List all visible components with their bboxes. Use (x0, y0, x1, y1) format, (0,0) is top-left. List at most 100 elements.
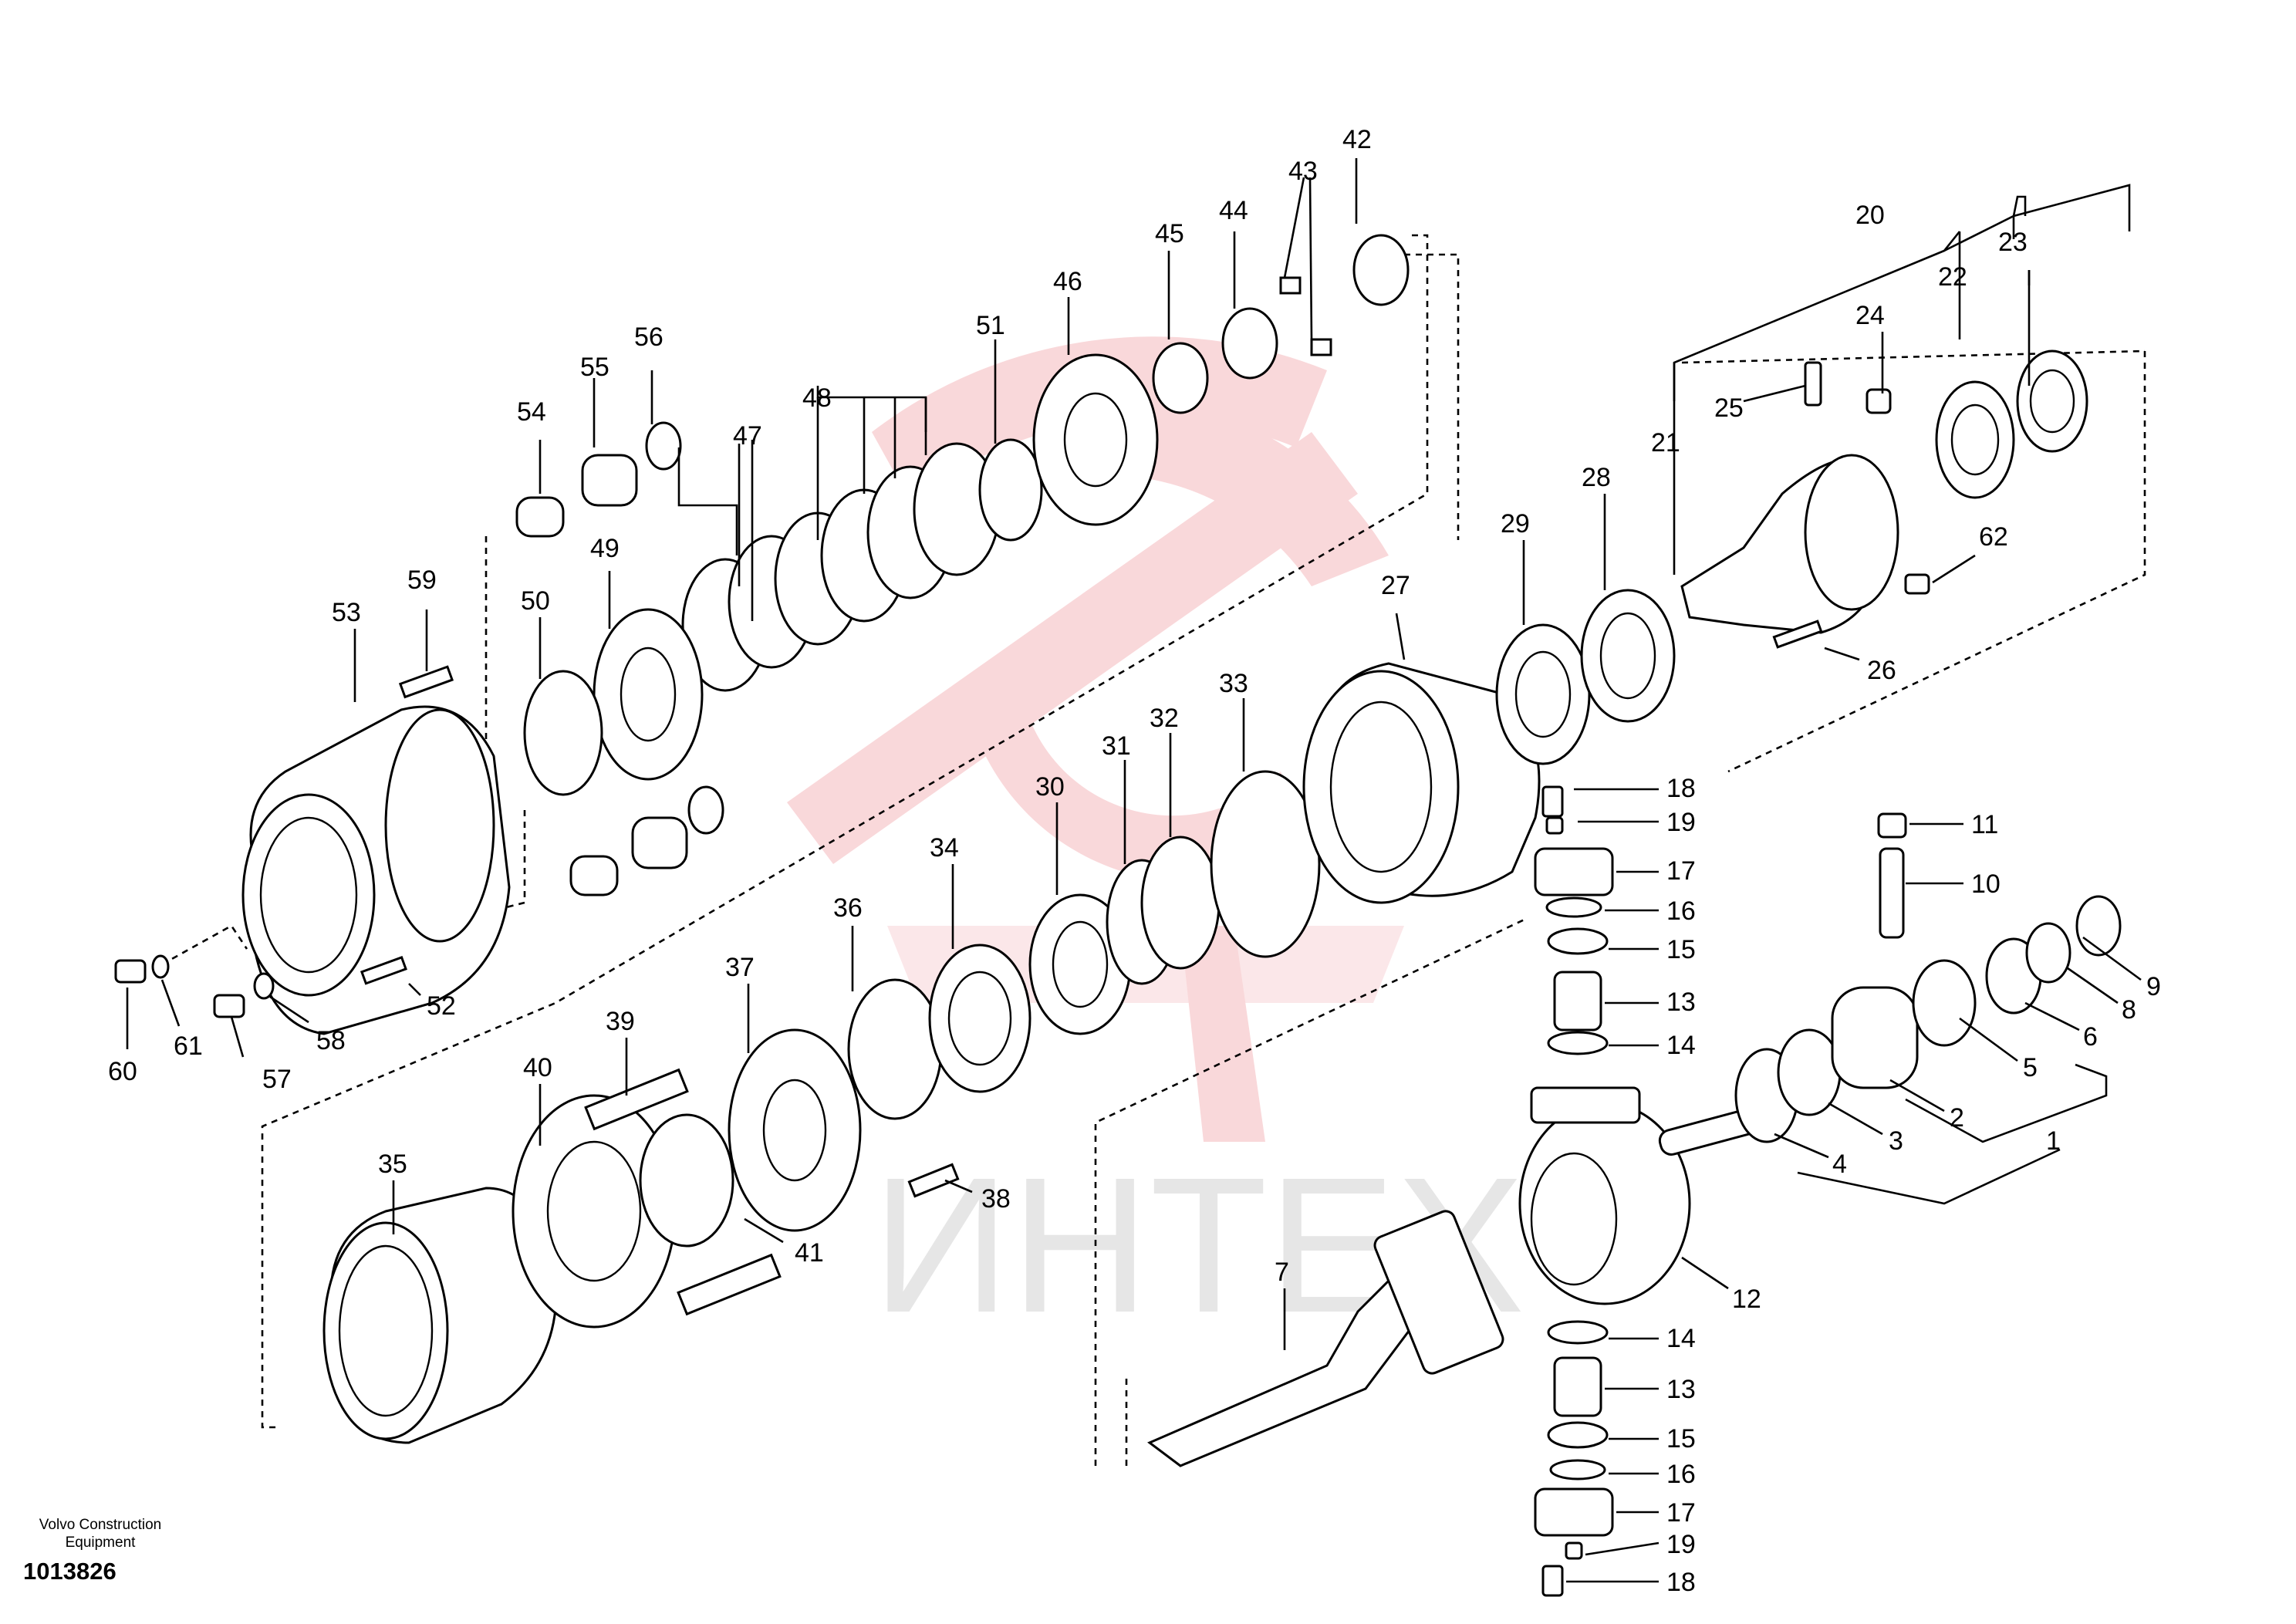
brand-label: Volvo Construction Equipment (39, 1517, 162, 1551)
callout-57: 57 (262, 1065, 292, 1094)
part-21-spindle (1680, 454, 1899, 634)
callout-29: 29 (1501, 509, 1530, 539)
part-23-seal (2016, 349, 2088, 453)
callout-17: 17 (1666, 856, 1696, 886)
part-51-ring (978, 438, 1043, 542)
callout-18-lower: 18 (1666, 1568, 1696, 1597)
callout-13: 13 (1666, 988, 1696, 1017)
callout-25: 25 (1714, 393, 1744, 423)
footer: Volvo Construction Equipment 1013826 (23, 1516, 208, 1585)
part-62-plug (1904, 573, 1930, 595)
callout-10: 10 (1971, 869, 2001, 899)
part-29-bearing (1495, 623, 1591, 765)
part-12-knuckle (1518, 1086, 1768, 1305)
part-28-bearing (1580, 589, 1676, 723)
callout-14-lower: 14 (1666, 1324, 1696, 1353)
callout-15-lower: 15 (1666, 1424, 1696, 1453)
callout-37: 37 (725, 953, 755, 982)
callout-35: 35 (378, 1150, 407, 1179)
callout-43: 43 (1288, 157, 1318, 186)
part-52-bolt (360, 955, 407, 985)
callout-50: 50 (521, 586, 550, 616)
part-34-bearing (928, 944, 1032, 1093)
callout-47: 47 (733, 421, 762, 451)
part-55-pinion-lower (631, 816, 688, 869)
part-37-gear (728, 1028, 862, 1232)
callout-1: 1 (2046, 1126, 2061, 1156)
callout-31: 31 (1102, 731, 1131, 761)
part-55-pinion (581, 454, 638, 507)
callout-20: 20 (1855, 201, 1885, 230)
part-41-oring (639, 1113, 734, 1248)
part-56-washer-lower (687, 785, 724, 835)
callout-55: 55 (580, 353, 609, 382)
callout-27: 27 (1381, 571, 1410, 600)
callout-6: 6 (2083, 1022, 2098, 1052)
callout-53: 53 (332, 598, 361, 627)
callout-59: 59 (407, 566, 437, 595)
part-38-pin (907, 1163, 960, 1198)
callout-26: 26 (1867, 656, 1896, 685)
callout-12: 12 (1732, 1285, 1761, 1314)
callout-62: 62 (1979, 522, 2008, 552)
callout-15: 15 (1666, 935, 1696, 964)
part-57-plug (213, 994, 245, 1018)
callout-32: 32 (1150, 704, 1179, 733)
part-35-ring-gear (322, 1187, 558, 1444)
callout-61: 61 (174, 1031, 203, 1061)
part-56-washer (645, 421, 682, 471)
part-42-bearing (1352, 234, 1410, 306)
part-39-spring (584, 1068, 689, 1131)
part-47-48-clutch-pack (681, 442, 1001, 692)
callout-21: 21 (1651, 428, 1680, 457)
part-49-gear (593, 608, 704, 781)
part-26-bolt (1772, 620, 1823, 649)
callout-51: 51 (976, 311, 1005, 340)
callout-58: 58 (316, 1026, 346, 1055)
steering-lower-stack (1534, 1320, 1614, 1597)
part-22-bearing (1935, 380, 2015, 499)
callout-24: 24 (1855, 301, 1885, 330)
callout-39: 39 (606, 1007, 635, 1036)
part-58-washer (253, 972, 275, 1000)
part-45-washer (1152, 342, 1209, 414)
callout-19-lower: 19 (1666, 1530, 1696, 1559)
callout-14: 14 (1666, 1031, 1696, 1060)
callout-3: 3 (1889, 1126, 1903, 1156)
part-53-housing (241, 705, 511, 1035)
part-54-shaft-lower (569, 855, 619, 896)
part-54-shaft (515, 496, 565, 538)
callout-30: 30 (1035, 772, 1065, 802)
part-32-ring (1140, 836, 1221, 970)
leader-lines (126, 158, 2142, 1583)
callout-7: 7 (1275, 1258, 1289, 1287)
callout-8: 8 (2122, 995, 2136, 1025)
callout-23: 23 (1998, 228, 2028, 257)
callout-45: 45 (1155, 219, 1184, 248)
callout-19: 19 (1666, 808, 1696, 837)
callout-40: 40 (523, 1053, 552, 1082)
callout-22: 22 (1938, 262, 1967, 292)
callout-33: 33 (1219, 669, 1248, 698)
part-50-snap-ring (523, 670, 603, 796)
callout-48: 48 (802, 383, 832, 413)
callout-11: 11 (1971, 810, 1998, 839)
part-30-bearing (1028, 893, 1132, 1035)
callout-54: 54 (517, 397, 546, 427)
callout-16-lower: 16 (1666, 1460, 1696, 1489)
part-43-key (1279, 276, 1302, 295)
steering-upper-stack (1534, 785, 1614, 1055)
part-25-grease-nipple (1804, 361, 1822, 407)
callout-38: 38 (981, 1184, 1011, 1214)
part-10-11-kingpin (1877, 812, 1907, 939)
part-61-oring (151, 954, 170, 979)
part-27-hub (1302, 662, 1541, 904)
part-39-spring-lower (677, 1253, 782, 1316)
callout-42: 42 (1342, 125, 1372, 154)
callout-17-lower: 17 (1666, 1498, 1696, 1528)
callout-9: 9 (2146, 972, 2161, 1001)
callout-labels: 42 43 44 45 46 51 48 47 56 55 54 49 50 5… (108, 125, 2161, 1597)
callout-5: 5 (2023, 1053, 2038, 1082)
callout-13-lower: 13 (1666, 1375, 1696, 1404)
